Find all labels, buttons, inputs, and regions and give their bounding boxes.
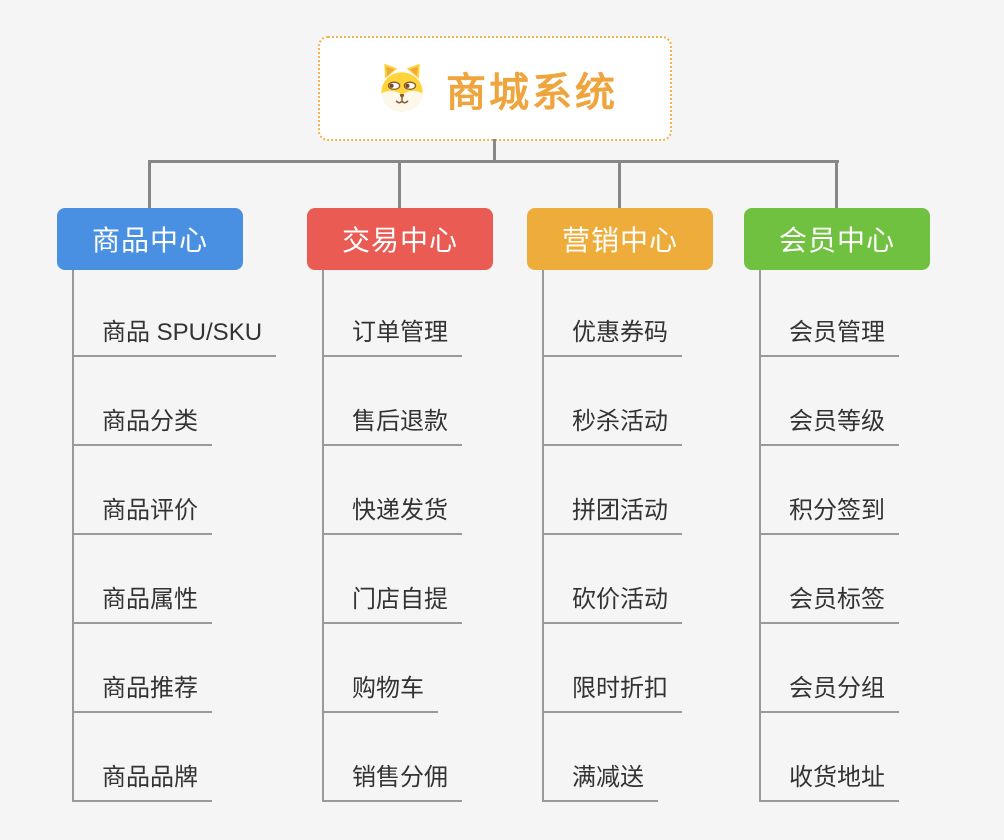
branch-column-marketing: 营销中心 优惠券码 秒杀活动 拼团活动 砍价活动 限时折扣 满减送: [527, 208, 797, 808]
leaf-topic[interactable]: 积分签到: [759, 494, 899, 535]
root-topic-label: 商城系统: [446, 70, 618, 115]
branch-node-member[interactable]: 会员中心: [744, 208, 930, 270]
leaf-topic[interactable]: 会员标签: [759, 583, 899, 624]
leaf-topic[interactable]: 售后退款: [322, 405, 462, 446]
connector-drop-member: [835, 160, 838, 209]
leaf-topic[interactable]: 会员管理: [759, 316, 899, 357]
leaf-topic[interactable]: 商品评价: [72, 494, 212, 535]
leaf-topic[interactable]: 满减送: [542, 761, 658, 802]
leaf-topic[interactable]: 商品推荐: [72, 672, 212, 713]
branch-trunk-line: [759, 270, 761, 802]
leaf-topic[interactable]: 商品品牌: [72, 761, 212, 802]
leaf-topic[interactable]: 收货地址: [759, 761, 899, 802]
connector-drop-product: [148, 160, 151, 209]
branch-node-trade[interactable]: 交易中心: [307, 208, 493, 270]
leaf-topic[interactable]: 砍价活动: [542, 583, 682, 624]
leaf-topic[interactable]: 销售分佣: [322, 761, 462, 802]
branch-column-product: 商品中心 商品 SPU/SKU 商品分类 商品评价 商品属性 商品推荐 商品品牌: [57, 208, 327, 808]
leaf-topic[interactable]: 门店自提: [322, 583, 462, 624]
leaf-topic[interactable]: 会员等级: [759, 405, 899, 446]
branch-trunk-line: [72, 270, 74, 802]
leaf-topic[interactable]: 限时折扣: [542, 672, 682, 713]
leaf-topic[interactable]: 拼团活动: [542, 494, 682, 535]
branch-node-product[interactable]: 商品中心: [57, 208, 243, 270]
leaf-topic[interactable]: 秒杀活动: [542, 405, 682, 446]
leaf-topic[interactable]: 订单管理: [322, 316, 462, 357]
leaf-topic[interactable]: 会员分组: [759, 672, 899, 713]
root-topic[interactable]: 商城系统: [318, 36, 672, 141]
leaf-topic[interactable]: 快递发货: [322, 494, 462, 535]
branch-column-trade: 交易中心 订单管理 售后退款 快递发货 门店自提 购物车 销售分佣: [307, 208, 577, 808]
connector-horizontal: [148, 160, 839, 163]
connector-drop-marketing: [618, 160, 621, 209]
leaf-topic[interactable]: 商品属性: [72, 583, 212, 624]
leaf-topic[interactable]: 优惠券码: [542, 316, 682, 357]
branch-column-member: 会员中心 会员管理 会员等级 积分签到 会员标签 会员分组 收货地址: [744, 208, 1004, 808]
branch-trunk-line: [322, 270, 324, 802]
connector-root-stem: [493, 139, 496, 161]
branch-trunk-line: [542, 270, 544, 802]
leaf-topic[interactable]: 商品 SPU/SKU: [72, 316, 277, 357]
leaf-topic[interactable]: 商品分类: [72, 405, 212, 446]
connector-drop-trade: [398, 160, 401, 209]
dog-face-icon: [381, 63, 423, 111]
leaf-topic[interactable]: 购物车: [322, 672, 438, 713]
branch-node-marketing[interactable]: 营销中心: [527, 208, 713, 270]
